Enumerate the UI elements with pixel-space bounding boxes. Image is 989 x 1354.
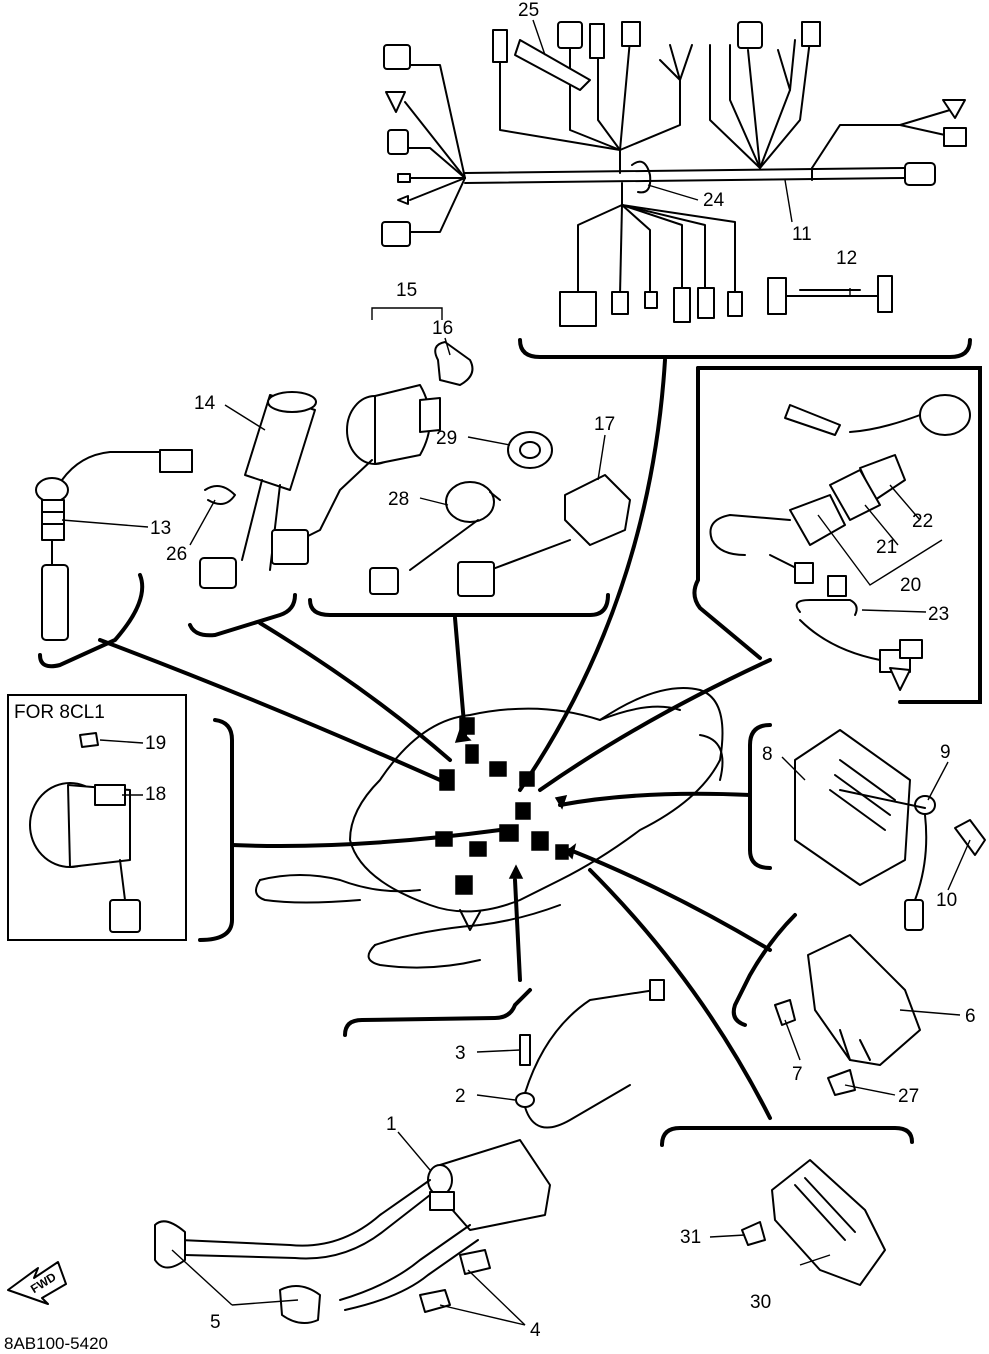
callout-14: 14: [194, 393, 216, 414]
callout-numbers: 1 2 3 4 5 6 7 8 9 10 11 12 13 14 15 16 1…: [145, 0, 976, 1341]
callout-20: 20: [900, 575, 921, 596]
callout-leaders: [61, 19, 971, 1326]
callout-19: 19: [145, 733, 166, 754]
callout-16: 16: [432, 318, 453, 339]
part-14-relay: [188, 391, 317, 638]
part-8-regulator: [748, 723, 986, 931]
variant-box-label: FOR 8CL1: [14, 702, 105, 723]
callout-11: 11: [792, 224, 812, 245]
callout-23: 23: [928, 604, 949, 625]
callout-26: 26: [166, 544, 187, 565]
callout-28: 28: [388, 489, 409, 510]
diagram-code: 8AB100-5420: [4, 1334, 108, 1353]
forward-arrow-icon: FWD: [7, 1261, 67, 1305]
part-20-23-box: [692, 366, 982, 704]
motorcycle-frame: [255, 687, 724, 969]
callout-6: 6: [965, 1006, 976, 1027]
part-15-main-switch: [271, 307, 631, 617]
variant-8cl1-box: [7, 694, 234, 942]
part-30-unit: [660, 1126, 914, 1286]
callout-30: 30: [750, 1292, 771, 1313]
callout-24: 24: [703, 190, 725, 211]
group-leader-lines: [98, 358, 772, 1120]
callout-12: 12: [836, 248, 857, 269]
callout-2: 2: [455, 1086, 466, 1107]
part-13-sender: [35, 449, 193, 669]
callout-9: 9: [940, 742, 951, 763]
callout-31: 31: [680, 1227, 701, 1248]
callout-3: 3: [455, 1043, 466, 1064]
callout-13: 13: [150, 518, 171, 539]
part-6-cdi-unit: [731, 913, 921, 1096]
callout-15: 15: [396, 280, 417, 301]
callout-5: 5: [210, 1312, 221, 1333]
part-1-ignition-coil: [154, 979, 665, 1325]
callout-17: 17: [594, 414, 615, 435]
callout-18: 18: [145, 784, 166, 805]
callout-27: 27: [898, 1086, 919, 1107]
callout-22: 22: [912, 511, 933, 532]
callout-4: 4: [530, 1320, 541, 1341]
callout-21: 21: [876, 537, 897, 558]
callout-29: 29: [436, 428, 457, 449]
wire-harness: [381, 21, 972, 359]
callout-1: 1: [386, 1114, 397, 1135]
callout-8: 8: [762, 744, 773, 765]
callout-25: 25: [518, 0, 539, 21]
callout-10: 10: [936, 890, 957, 911]
callout-7: 7: [792, 1064, 803, 1085]
